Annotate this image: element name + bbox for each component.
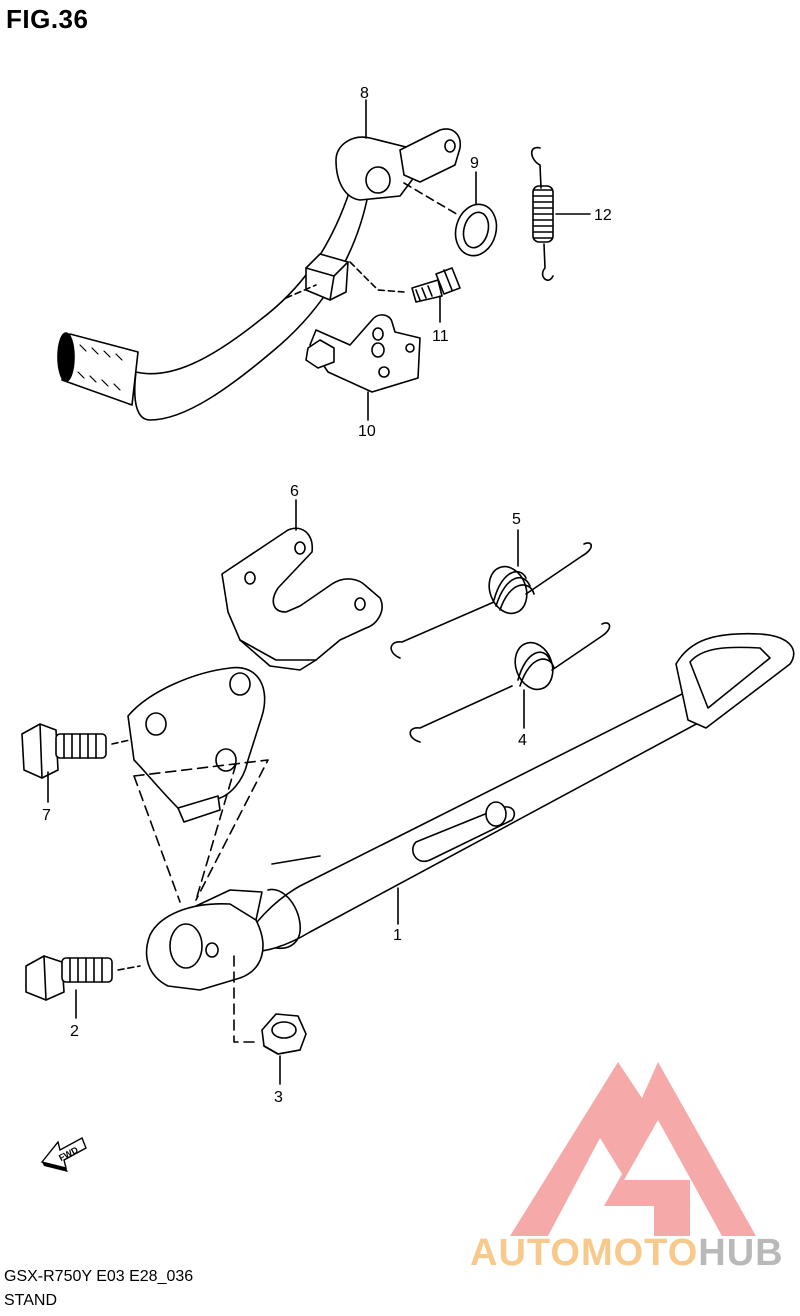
part-label-2: 2 [70, 1023, 79, 1040]
watermark-text-automoto: AUTOMOTO [470, 1232, 699, 1274]
stand-bracket-part-6 [127, 527, 383, 823]
fwd-arrow-icon: FWD [40, 1137, 87, 1172]
section-name: STAND [4, 1292, 58, 1309]
bolt-part-11 [411, 267, 461, 303]
side-stand-part-1 [145, 632, 795, 991]
washer-part-9 [454, 203, 498, 257]
figure-title: FIG.36 [6, 4, 89, 34]
watermark-text-hub: HUB [698, 1232, 784, 1274]
part-label-6: 6 [290, 483, 299, 500]
part-label-10: 10 [358, 423, 376, 440]
part-label-5: 5 [512, 511, 521, 528]
part-label-9: 9 [470, 155, 479, 172]
part-label-1: 1 [393, 927, 402, 944]
part-label-7: 7 [42, 807, 51, 824]
shift-lever-part-8 [57, 128, 462, 421]
nut-part-3 [261, 1013, 307, 1055]
bolt-part-2 [25, 955, 141, 1001]
part-label-12: 12 [594, 207, 612, 224]
spring-part-12 [530, 146, 554, 281]
watermark-logo-icon [510, 1062, 756, 1236]
watermark-text: AUTOMOTOHUB [470, 1232, 784, 1275]
model-code: GSX-R750Y E03 E28_036 [4, 1268, 194, 1285]
part-label-8: 8 [360, 85, 369, 102]
bolt-part-7 [21, 723, 131, 779]
part-label-11: 11 [432, 328, 449, 345]
spring-part-5 [390, 542, 593, 659]
bracket-part-10 [305, 314, 421, 393]
spring-part-4 [409, 622, 611, 743]
part-label-4: 4 [518, 732, 527, 749]
part-label-3: 3 [274, 1089, 283, 1106]
